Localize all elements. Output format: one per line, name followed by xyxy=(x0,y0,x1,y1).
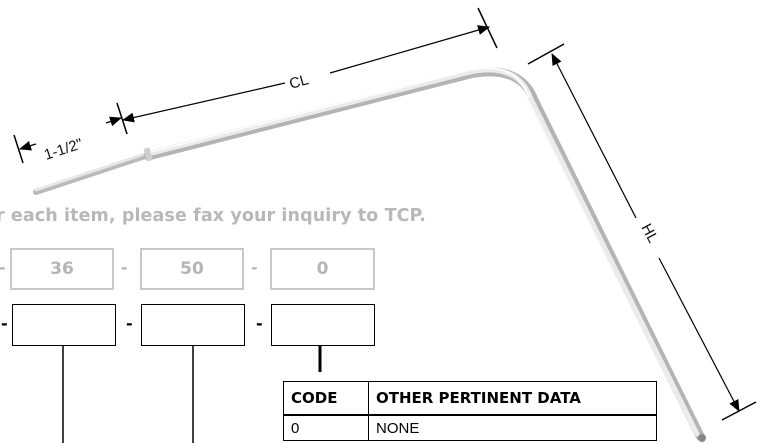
example-field-3: 0 xyxy=(270,248,375,290)
example-separator: - xyxy=(121,258,128,277)
hl-label: HL xyxy=(637,221,661,246)
example-separator: - xyxy=(251,258,258,277)
entry-field-1[interactable] xyxy=(12,304,116,346)
cl-arrow-left xyxy=(122,82,286,123)
hl-extension-line-top xyxy=(527,43,565,65)
code-column-header: CODE xyxy=(283,381,369,416)
table-header-row: CODE OTHER PERTINENT DATA xyxy=(283,381,657,416)
tip-arrow-left xyxy=(19,140,37,151)
sheath-step xyxy=(143,147,153,162)
table-row: 0 NONE xyxy=(283,414,657,441)
entry-field-3[interactable] xyxy=(271,304,375,346)
tip-length-dimension: 1-1/2" xyxy=(13,102,128,164)
entry-separator: - xyxy=(1,314,8,333)
tip-extension-line-left xyxy=(13,134,24,164)
other-data-table: CODE OTHER PERTINENT DATA 0 NONE xyxy=(283,381,657,441)
probe-tip xyxy=(698,434,706,442)
tip-extension-line-right xyxy=(116,102,128,135)
data-column-header: OTHER PERTINENT DATA xyxy=(368,381,657,416)
hl-arrow-bottom xyxy=(658,257,740,412)
code-cell: 0 xyxy=(283,414,369,441)
tip-length-label: 1-1/2" xyxy=(42,135,85,163)
entry-separator: - xyxy=(256,314,263,333)
tip-arrow-right xyxy=(105,116,122,127)
fax-inquiry-instruction: r each item, please fax your inquiry to … xyxy=(0,206,427,226)
description-cell: NONE xyxy=(368,414,657,441)
leader-lines xyxy=(62,345,322,443)
example-separator: - xyxy=(0,258,6,277)
entry-field-2[interactable] xyxy=(141,304,245,346)
entry-separator: - xyxy=(126,314,133,333)
probe-sheath xyxy=(33,67,706,442)
example-field-2: 50 xyxy=(140,248,244,290)
cl-arrow-right xyxy=(329,25,490,74)
hl-arrow-top xyxy=(551,53,637,219)
hot-length-dimension: HL xyxy=(527,43,757,421)
example-field-1: 36 xyxy=(10,248,114,290)
cold-length-dimension: CL xyxy=(122,7,498,123)
cl-label: CL xyxy=(287,71,310,93)
